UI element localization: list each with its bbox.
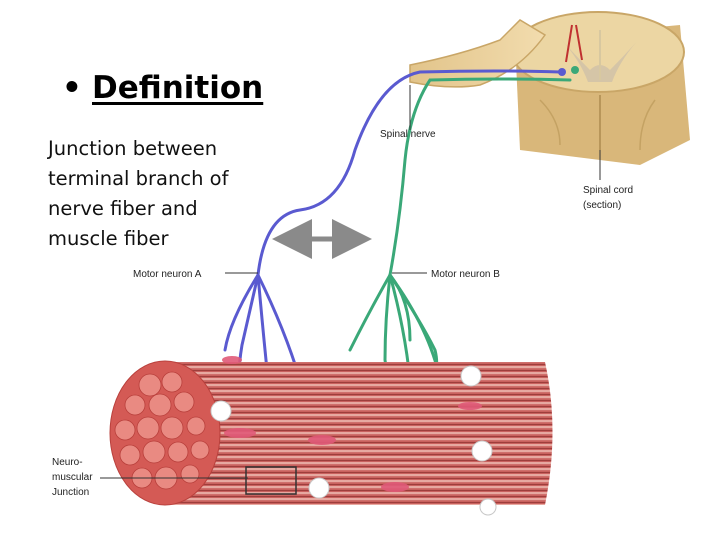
bullet-marker: •	[62, 70, 82, 106]
slide-heading: • Definition	[62, 70, 263, 106]
muscle-bundle	[109, 356, 553, 516]
spinal-cord-label: Spinal cord	[583, 185, 633, 196]
spinal-cord	[511, 11, 690, 165]
nmj-label-line2: muscular	[52, 472, 93, 483]
nmj-label-line3: Junction	[52, 487, 89, 498]
heading-text: Definition	[92, 70, 264, 106]
spinal-nerve-label: Spinal nerve	[380, 129, 436, 140]
spinal-cord-section-label: (section)	[583, 200, 621, 211]
motor-neuron-a-label: Motor neuron A	[133, 269, 202, 280]
nmj-highlight-box	[245, 466, 297, 495]
nmj-label-line1: Neuro-	[52, 457, 83, 468]
definition-text: Junction between terminal branch of nerv…	[48, 137, 229, 250]
motor-neuron-b-label: Motor neuron B	[431, 269, 500, 280]
